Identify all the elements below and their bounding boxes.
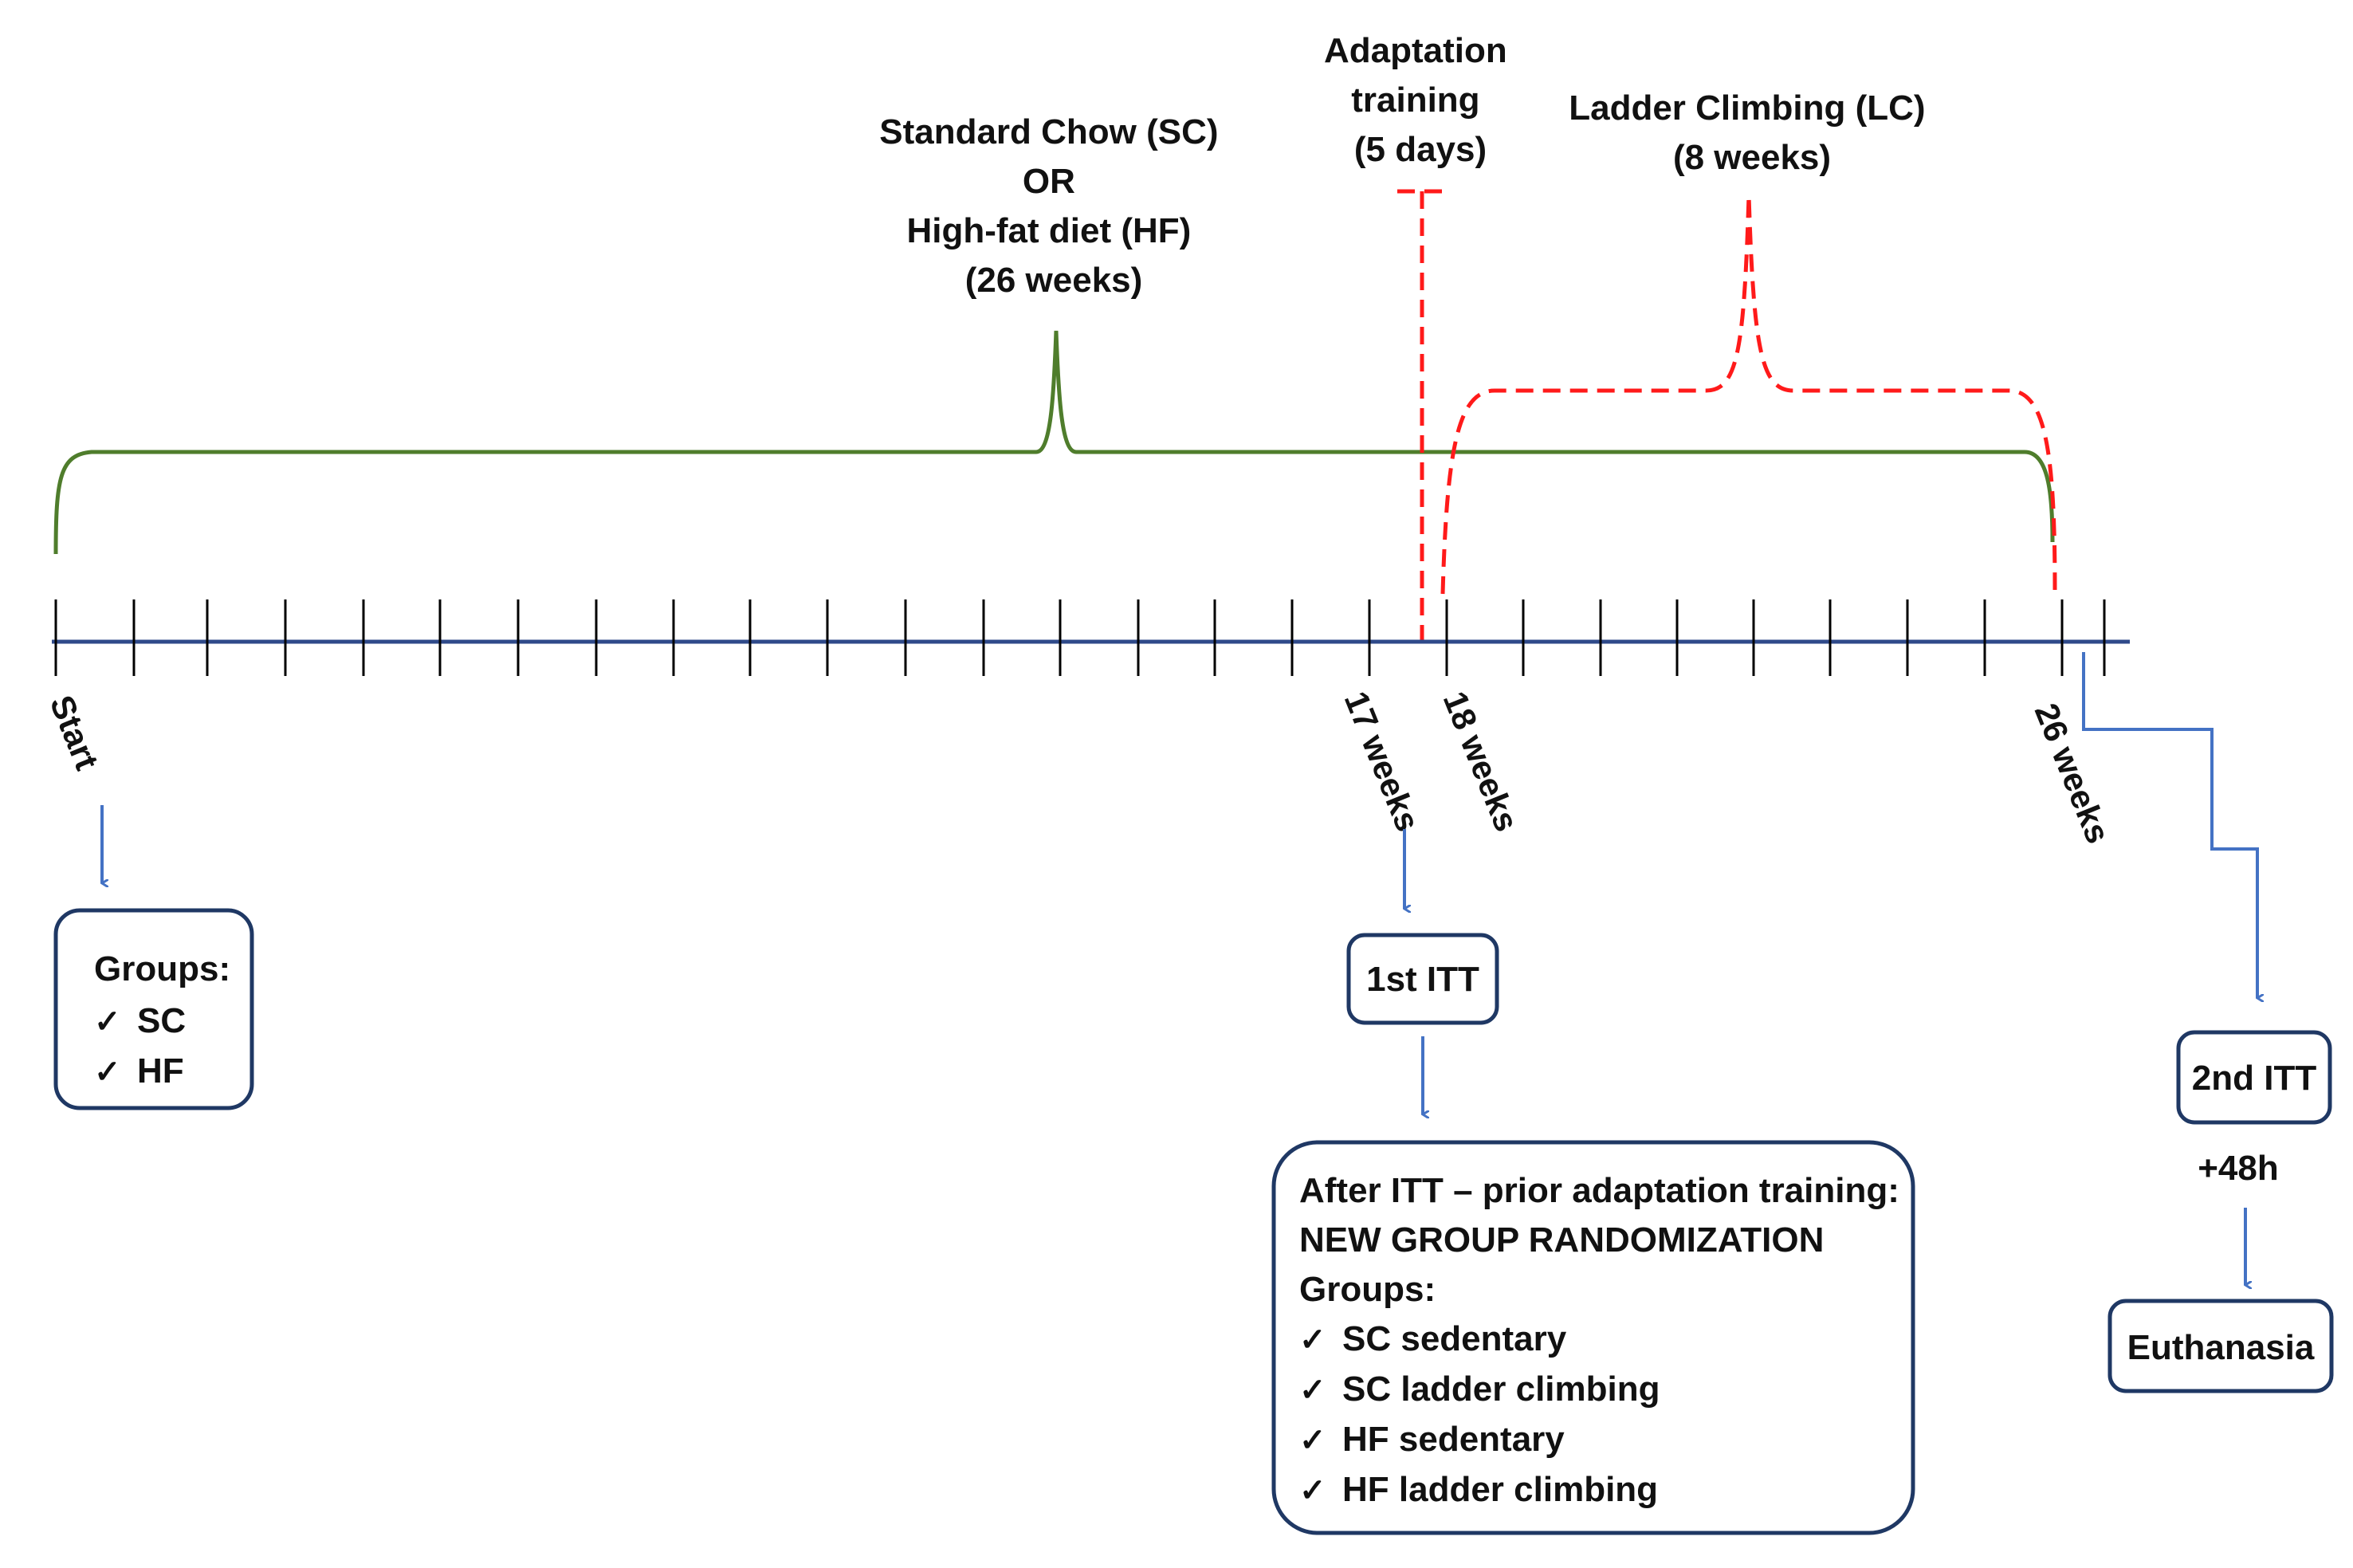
timeline-ticks	[54, 599, 2106, 676]
randomization-group-item: SC ladder climbing	[1342, 1370, 1660, 1409]
first-itt-label: 1st ITT	[1366, 960, 1479, 999]
initial-group-item-sc: SC	[137, 1001, 186, 1040]
diet-label-line2: OR	[1023, 162, 1075, 201]
timeline-axis	[52, 599, 2130, 676]
diet-phase: Standard Chow (SC) OR High-fat diet (HF)…	[53, 112, 2055, 555]
diet-label-line1: Standard Chow (SC)	[879, 112, 1218, 151]
svg-text:Ladder Climbing (LC) (8: Ladder Climbing (LC) (8 weeks)	[1569, 88, 1935, 177]
arrow-26w-to-second-itt	[2082, 652, 2257, 998]
euthanasia-box: Euthanasia	[2107, 1299, 2334, 1393]
label-17-weeks: 17 weeks	[1338, 686, 1428, 837]
initial-groups-check-1: ✓	[94, 1004, 121, 1039]
randomization-groups-title: Groups:	[1299, 1270, 1436, 1309]
initial-group-item-hf: HF	[137, 1051, 184, 1091]
diet-brace	[53, 330, 2055, 555]
svg-text:Standard Chow (SC) OR: Standard Chow (SC) OR High-fat diet (HF)…	[879, 112, 1228, 300]
initial-groups-box: Groups: ✓ SC ✓ HF	[53, 908, 254, 1110]
adaptation-label-line2: training	[1351, 81, 1479, 120]
delay-label: +48h	[2198, 1149, 2279, 1188]
initial-groups-title: Groups:	[94, 949, 230, 988]
label-18-weeks: 18 weeks	[1436, 686, 1526, 837]
first-itt-box: 1st ITT	[1346, 933, 1499, 1025]
adaptation-label-line1: Adaptation	[1324, 31, 1507, 70]
adaptation-label-line3: (5 days)	[1354, 130, 1487, 169]
randomization-group-item: HF ladder climbing	[1342, 1470, 1658, 1509]
diet-label-line4: (26 weeks)	[965, 261, 1143, 300]
ladder-label-line1: Ladder Climbing (LC)	[1569, 88, 1925, 128]
second-itt-label: 2nd ITT	[2192, 1059, 2317, 1098]
randomization-check-4: ✓	[1299, 1473, 1326, 1508]
randomization-group-item: HF sedentary	[1342, 1420, 1565, 1459]
randomization-group-item: SC sedentary	[1342, 1319, 1567, 1358]
randomization-group-list: ✓ SC sedentary ✓ SC ladder climbing ✓ HF sede…	[1299, 1319, 1660, 1509]
randomization-box: After ITT – prior adaptation training: N…	[1271, 1140, 1915, 1535]
randomization-check-1: ✓	[1299, 1322, 1326, 1358]
adaptation-phase: Adaptation training (5 days)	[1324, 31, 1517, 642]
randomization-line2: NEW GROUP RANDOMIZATION	[1299, 1220, 1824, 1260]
ladder-label-line2: (8 weeks)	[1673, 138, 1831, 177]
diet-label-line3: High-fat diet (HF)	[906, 211, 1191, 250]
label-start: Start	[43, 690, 106, 775]
label-26-weeks: 26 weeks	[2028, 698, 2118, 849]
euthanasia-label: Euthanasia	[2127, 1328, 2315, 1367]
adaptation-marker	[1397, 189, 1447, 642]
randomization-check-2: ✓	[1299, 1373, 1326, 1408]
ladder-brace	[1440, 195, 2057, 595]
initial-groups-check-2: ✓	[94, 1055, 121, 1090]
randomization-line1: After ITT – prior adaptation training:	[1299, 1171, 1899, 1210]
svg-text:Adaptation training: Adaptation training (5 days)	[1324, 31, 1517, 169]
second-itt-box: 2nd ITT	[2176, 1030, 2332, 1125]
ladder-phase: Ladder Climbing (LC) (8 weeks)	[1440, 88, 2057, 595]
randomization-check-3: ✓	[1299, 1423, 1326, 1458]
